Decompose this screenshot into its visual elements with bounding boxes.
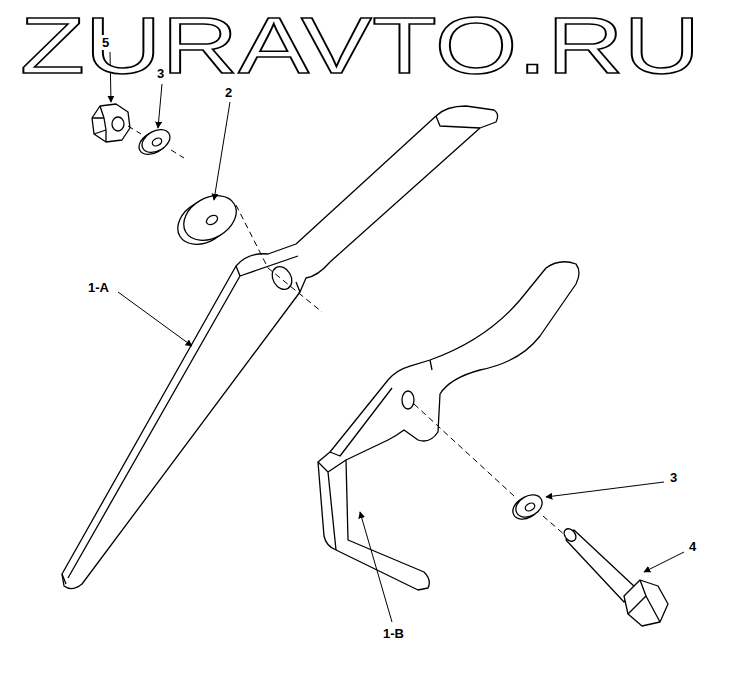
leader-line bbox=[214, 102, 230, 200]
axis-line bbox=[128, 126, 322, 312]
leader-line bbox=[644, 552, 684, 572]
bracket-1b-edge bbox=[318, 360, 432, 550]
bolt-4-shank bbox=[566, 530, 636, 602]
leader-line bbox=[118, 292, 192, 346]
nut-5-face bbox=[92, 106, 106, 142]
bracket-1b-hole bbox=[402, 391, 414, 409]
washer-2 bbox=[176, 187, 244, 250]
washer-3b-hole bbox=[524, 501, 536, 512]
part-label: 1-B bbox=[381, 626, 406, 641]
leader-line bbox=[546, 482, 664, 497]
lever-1a-edge bbox=[62, 116, 480, 584]
bracket-1b bbox=[318, 262, 579, 590]
leader-line bbox=[158, 84, 162, 128]
washer-3 bbox=[138, 125, 174, 157]
callout-number: 4 bbox=[687, 539, 698, 554]
callout-number: 5 bbox=[100, 35, 111, 50]
leader-line bbox=[360, 512, 392, 622]
nut-5-hole bbox=[112, 117, 124, 131]
nut-5 bbox=[92, 104, 130, 142]
bolt-4-tip bbox=[562, 526, 579, 543]
callout-number: 3 bbox=[155, 66, 166, 81]
bolt-4-head-face bbox=[628, 580, 660, 622]
washer-2-hole bbox=[205, 214, 219, 227]
lever-1a-hole bbox=[268, 263, 296, 293]
callout-number: 3 bbox=[668, 470, 679, 485]
watermark: ZURAVTO.RU bbox=[20, 6, 700, 86]
part-label: 1-A bbox=[86, 280, 111, 295]
axis-line bbox=[414, 404, 566, 536]
washer-3b bbox=[512, 490, 546, 521]
bolt-4-head bbox=[624, 580, 668, 626]
callout-number: 2 bbox=[223, 85, 234, 100]
washer-3-hole bbox=[151, 136, 163, 147]
lever-1a bbox=[62, 106, 498, 589]
